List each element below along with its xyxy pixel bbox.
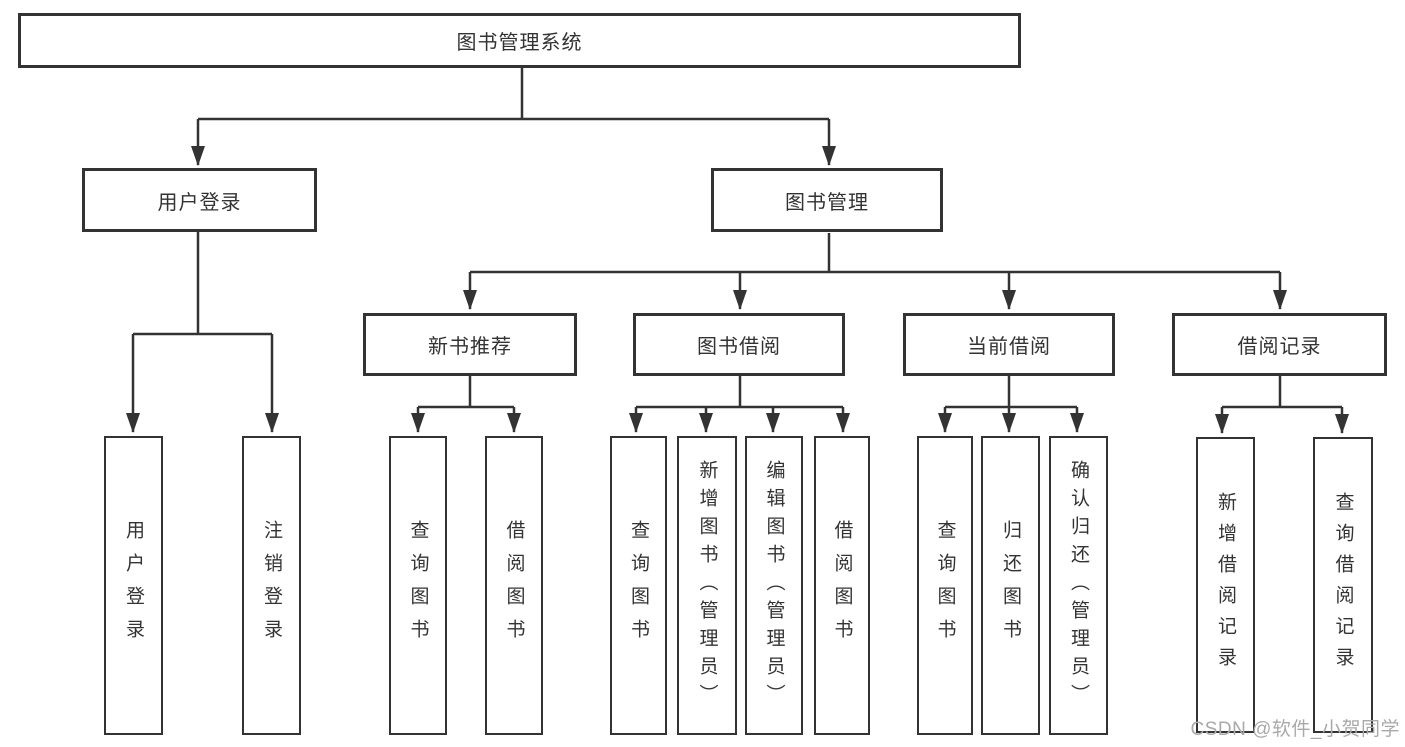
root-node-library-management-system: 图书管理系统 [18,13,1021,68]
leaf-query-books-borrow-label: 查询图书 [628,519,649,652]
leaf-edit-books-admin-label: 编辑图书（管理员） [763,459,785,712]
node-user-login: 用户登录 [82,168,317,232]
csdn-watermark: CSDN @软件_小贺同学 [1190,719,1400,740]
leaf-query-borrow-record-label: 查询借阅记录 [1332,492,1354,678]
root-node-label: 图书管理系统 [456,32,583,54]
node-current-borrow-label: 当前借阅 [967,336,1051,358]
leaf-add-books-admin-label: 新增图书（管理员） [696,459,718,712]
leaf-query-books-recommend-label: 查询图书 [407,519,429,652]
leaf-borrow-books-recommend: 借阅图书 [485,436,543,735]
node-book-management-label: 图书管理 [785,191,869,214]
leaf-query-books-recommend: 查询图书 [389,436,447,735]
leaf-logout-login: 注销登录 [242,436,301,735]
leaf-user-login-label: 用户登录 [123,519,144,652]
node-borrow-records: 借阅记录 [1172,313,1387,376]
node-borrow-records-label: 借阅记录 [1237,336,1322,358]
leaf-query-books-borrow: 查询图书 [610,436,667,735]
leaf-logout-login-label: 注销登录 [261,519,282,652]
leaf-add-borrow-record-label: 新增借阅记录 [1215,492,1236,678]
node-book-management: 图书管理 [711,168,943,232]
node-book-borrow-label: 图书借阅 [697,336,781,358]
node-book-borrow: 图书借阅 [633,313,845,376]
leaf-borrow-books-recommend-label: 借阅图书 [503,519,525,652]
leaf-return-books: 归还图书 [981,436,1040,735]
leaf-query-books-current-label: 查询图书 [934,519,956,652]
node-current-borrow: 当前借阅 [903,313,1115,376]
leaf-query-books-current: 查询图书 [917,436,973,735]
leaf-borrow-books: 借阅图书 [814,436,870,735]
node-user-login-label: 用户登录 [157,191,242,214]
leaf-confirm-return-admin-label: 确认归还（管理员） [1068,459,1089,712]
node-new-book-recommend-label: 新书推荐 [428,336,512,358]
leaf-query-borrow-record: 查询借阅记录 [1313,437,1373,733]
leaf-add-books-admin: 新增图书（管理员） [677,436,737,735]
leaf-return-books-label: 归还图书 [1000,519,1021,652]
leaf-add-borrow-record: 新增借阅记录 [1196,437,1255,733]
leaf-borrow-books-label: 借阅图书 [831,519,853,652]
leaf-user-login: 用户登录 [104,436,163,735]
leaf-edit-books-admin: 编辑图书（管理员） [745,436,803,735]
leaf-confirm-return-admin: 确认归还（管理员） [1049,436,1108,735]
node-new-book-recommend: 新书推荐 [363,313,577,376]
